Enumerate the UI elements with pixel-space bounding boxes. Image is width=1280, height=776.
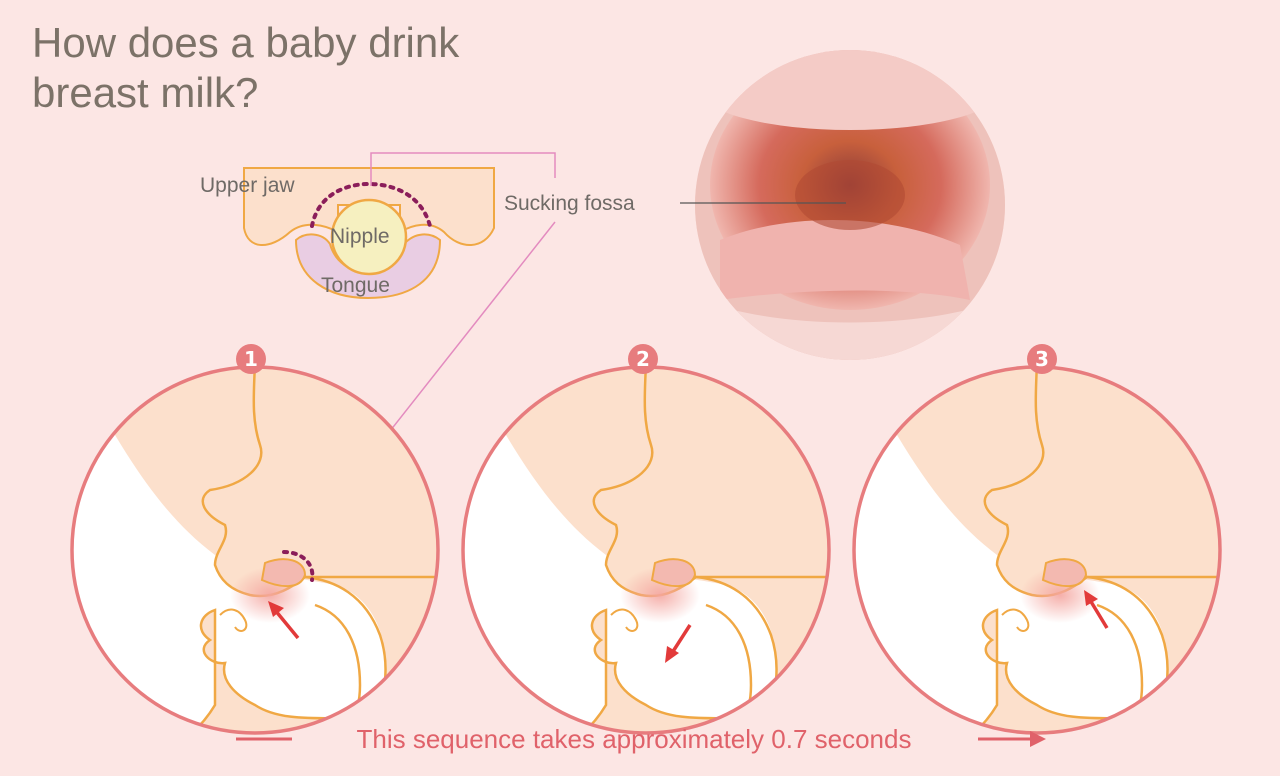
step-1-number: 1 (244, 347, 258, 371)
step-1-arrow (268, 601, 300, 640)
jaw-schematic: Upper jaw Nipple Tongue Sucking fossa (200, 152, 846, 546)
step-3-badge (1027, 344, 1057, 374)
step-3-arrow (1084, 590, 1109, 629)
step-2-panel: 2 (461, 344, 831, 735)
step-3-panel: 3 (852, 344, 1222, 735)
nipple-label: Nipple (330, 225, 390, 248)
page-title: How does a baby drink breast milk? (32, 18, 459, 118)
footer-text: This sequence takes approximately 0.7 se… (357, 724, 912, 754)
title-line-1: How does a baby drink (32, 19, 460, 66)
mouth-photo (695, 50, 1005, 360)
step-1-badge (236, 344, 266, 374)
footer-arrow-icon (1030, 731, 1046, 747)
upper-jaw-label: Upper jaw (200, 174, 295, 197)
step-3-number: 3 (1035, 347, 1049, 371)
step-2-badge (628, 344, 658, 374)
step-1-panel: 1 (70, 344, 440, 735)
step-2-arrow (665, 624, 692, 663)
tongue-label: Tongue (321, 274, 390, 297)
title-line-2: breast milk? (32, 69, 259, 116)
step-2-number: 2 (636, 347, 650, 371)
footer: This sequence takes approximately 0.7 se… (236, 724, 1046, 754)
sucking-fossa-label: Sucking fossa (504, 192, 635, 215)
